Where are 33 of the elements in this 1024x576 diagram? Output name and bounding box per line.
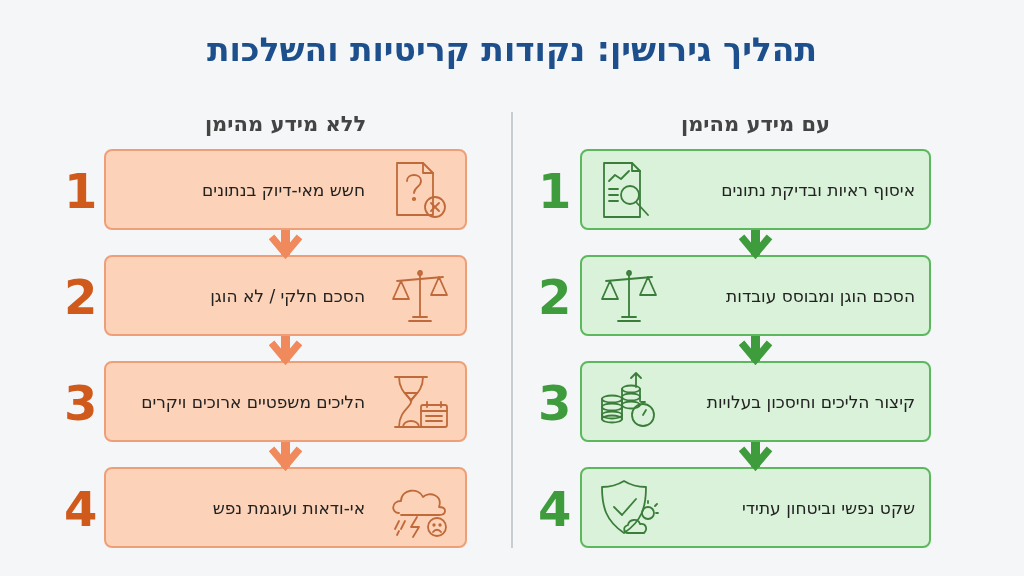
step-text: שקט נפשי וביטחון עתידי — [741, 496, 915, 520]
step-text: איסוף ראיות ובדיקת נתונים — [720, 178, 915, 202]
step-number: 2 — [538, 273, 572, 321]
down-arrow — [737, 230, 774, 258]
step-text: אי-ודאות ועוגמת נפש — [211, 496, 365, 520]
step-number: 4 — [64, 485, 98, 533]
down-arrow — [267, 230, 304, 258]
title: תהליך גירושין: נקודות קריטיות והשלכות — [205, 30, 819, 69]
step-text: הליכים משפטיים ארוכים ויקרים — [140, 390, 365, 414]
column-heading: ללא מידע מהימן — [203, 112, 368, 136]
step-number: 2 — [64, 273, 98, 321]
step-number: 3 — [538, 379, 572, 427]
step-box — [104, 467, 467, 548]
step-text: הסכם הוגן ומבוסס עובדות — [725, 284, 915, 308]
step-box — [580, 149, 931, 230]
step-number: 3 — [64, 379, 98, 427]
down-arrow — [267, 336, 304, 364]
step-number: 4 — [538, 485, 572, 533]
column-heading: עם מידע מהימן — [679, 112, 832, 136]
step-box — [580, 467, 931, 548]
step-box — [580, 361, 931, 442]
down-arrow — [267, 442, 304, 470]
step-text: קיצור הליכים וחיסכון בעלויות — [705, 390, 915, 414]
step-box — [104, 255, 467, 336]
step-box — [580, 255, 931, 336]
down-arrow — [737, 442, 774, 470]
step-text: הסכם חלקי / לא הוגן — [209, 284, 365, 308]
down-arrow — [737, 336, 774, 364]
step-number: 1 — [538, 167, 572, 215]
step-number: 1 — [64, 167, 98, 215]
step-box — [104, 149, 467, 230]
step-text: חשש מאי-דיוק בנתונים — [201, 178, 365, 202]
step-box — [104, 361, 467, 442]
